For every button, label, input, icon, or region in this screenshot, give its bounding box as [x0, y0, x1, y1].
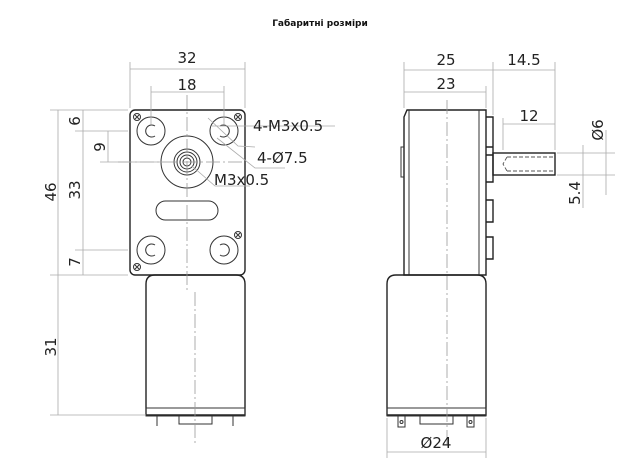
- dim-shaft-offset: 9: [91, 142, 109, 152]
- shaft-side: [492, 152, 556, 176]
- motor-side: [386, 274, 487, 416]
- centerline: [186, 95, 196, 445]
- dim-shaft-diameter: Ø6: [589, 119, 607, 140]
- dim-bottom-offset: 7: [66, 257, 84, 267]
- dim-depth-body: 23: [436, 75, 455, 93]
- dim-motor-length: 31: [42, 337, 60, 356]
- front-view: 32 18 46 6 33 9 7 31 4-M3x0.5 4-Ø7.5 M3x…: [42, 49, 335, 445]
- dim-shaft-length: 12: [519, 107, 538, 125]
- dim-shaft-projection: 14.5: [507, 51, 540, 69]
- side-view: 25 14.5 23 12 Ø6 5.4 Ø24: [386, 51, 615, 458]
- dim-depth-total: 25: [436, 51, 455, 69]
- dim-height-total: 46: [42, 182, 60, 201]
- mount-holes: [136, 116, 239, 265]
- label-counterbore: 4-Ø7.5: [257, 149, 308, 167]
- motor-front: [145, 274, 246, 416]
- dim-width-total: 32: [177, 49, 196, 67]
- drawing-title: Габаритні розміри: [272, 19, 368, 29]
- dim-shaft-flat: 5.4: [566, 181, 584, 205]
- label-mount-thread: 4-M3x0.5: [253, 117, 323, 135]
- dim-top-offset: 6: [66, 116, 84, 126]
- dim-motor-diameter: Ø24: [421, 434, 452, 452]
- label-shaft-thread: M3x0.5: [214, 171, 269, 189]
- dim-hole-spacing-x: 18: [177, 76, 196, 94]
- gearbox-side: [403, 109, 487, 276]
- screw-icons: [133, 113, 242, 271]
- dim-hole-spacing-y: 33: [66, 180, 84, 199]
